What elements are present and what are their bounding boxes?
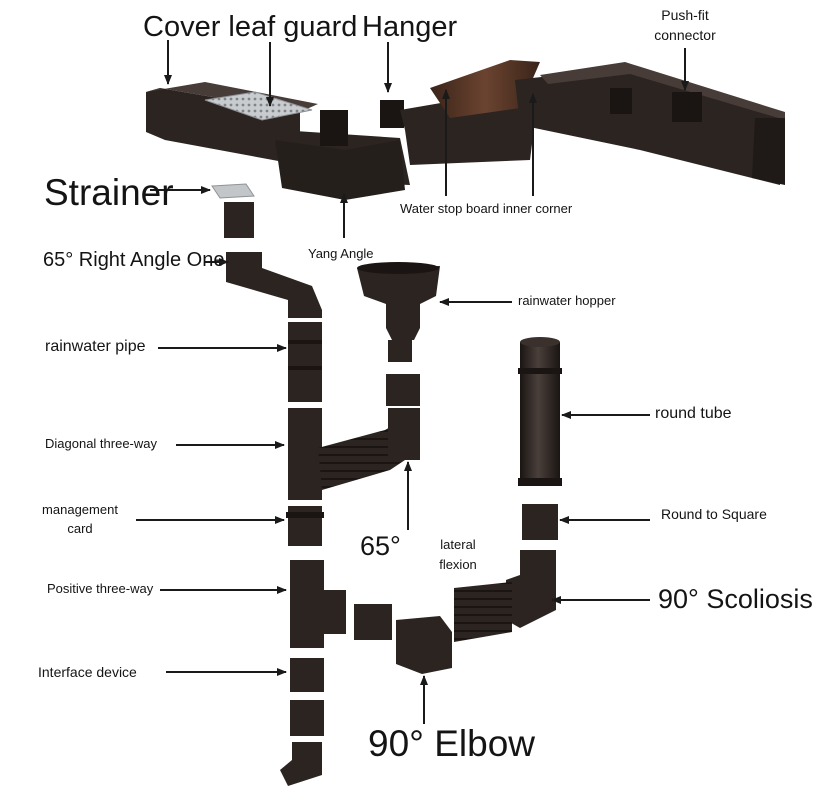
label-right-angle-65: 65° Right Angle One bbox=[43, 249, 225, 271]
label-hanger: Hanger bbox=[362, 11, 458, 43]
positive-three-way-part bbox=[290, 560, 324, 648]
label-scoliosis-90: 90° Scoliosis bbox=[658, 584, 813, 614]
horizontal-pipe-right bbox=[454, 582, 512, 642]
label-round-tube: round tube bbox=[655, 405, 732, 422]
label-yang-angle: Yang Angle bbox=[308, 246, 374, 261]
leaf-guard-mesh bbox=[204, 91, 313, 121]
right-assembly bbox=[354, 337, 562, 674]
outlet-shoe-part bbox=[280, 742, 322, 786]
yang-angle-corner bbox=[275, 140, 405, 200]
outlet-part bbox=[224, 202, 254, 238]
round-tube-part bbox=[520, 342, 560, 484]
gutter-right-lip bbox=[540, 62, 785, 120]
callout-arrows bbox=[136, 40, 689, 724]
horizontal-pipe-left bbox=[354, 604, 392, 640]
label-water-stop-board: Water stop board inner corner bbox=[400, 201, 573, 216]
push-fit-connector-part bbox=[672, 92, 702, 122]
right-angle-65-part bbox=[226, 252, 322, 318]
label-round-to-square: Round to Square bbox=[661, 506, 767, 522]
hopper-spout bbox=[388, 340, 412, 362]
rainwater-hopper-group bbox=[357, 262, 440, 406]
interface-device-part-2 bbox=[290, 700, 324, 736]
interface-device-part bbox=[290, 658, 324, 692]
strainer-part bbox=[211, 183, 255, 199]
connector-block bbox=[386, 374, 420, 406]
gutter-assembly bbox=[146, 60, 785, 200]
label-management: management bbox=[42, 502, 118, 517]
hanger-bracket-3 bbox=[610, 88, 632, 114]
gutter-right-end-cap bbox=[752, 118, 785, 185]
label-strainer: Strainer bbox=[44, 172, 174, 213]
scoliosis-90-part bbox=[506, 550, 556, 628]
label-push-fit: Push-fit bbox=[661, 7, 709, 23]
rainwater-pipe-part bbox=[288, 322, 322, 402]
rainwater-hopper-part bbox=[357, 266, 440, 340]
label-angle-65: 65° bbox=[360, 531, 401, 561]
label-interface-device: Interface device bbox=[38, 664, 137, 680]
label-push-fit-connector: connector bbox=[654, 27, 716, 43]
label-positive-three-way: Positive three-way bbox=[47, 581, 154, 596]
hanger-bracket-1 bbox=[320, 110, 348, 146]
hanger-bracket-2 bbox=[380, 100, 404, 128]
diagonal-three-way-part bbox=[288, 408, 322, 500]
label-lateral-flexion: flexion bbox=[439, 557, 477, 572]
label-management-card: card bbox=[67, 521, 93, 536]
label-rainwater-hopper: rainwater hopper bbox=[518, 293, 616, 308]
water-stop-board bbox=[430, 60, 540, 118]
label-elbow-90: 90° Elbow bbox=[368, 723, 536, 764]
label-lateral: lateral bbox=[440, 537, 476, 552]
label-cover-leaf-guard: Cover leaf guard bbox=[143, 11, 358, 43]
gutter-right-section bbox=[515, 68, 785, 185]
label-diagonal-three-way: Diagonal three-way bbox=[45, 436, 158, 451]
elbow-90-part bbox=[396, 616, 452, 674]
label-rainwater-pipe: rainwater pipe bbox=[45, 338, 146, 355]
round-to-square-part bbox=[522, 504, 558, 540]
left-downpipe bbox=[211, 183, 420, 786]
